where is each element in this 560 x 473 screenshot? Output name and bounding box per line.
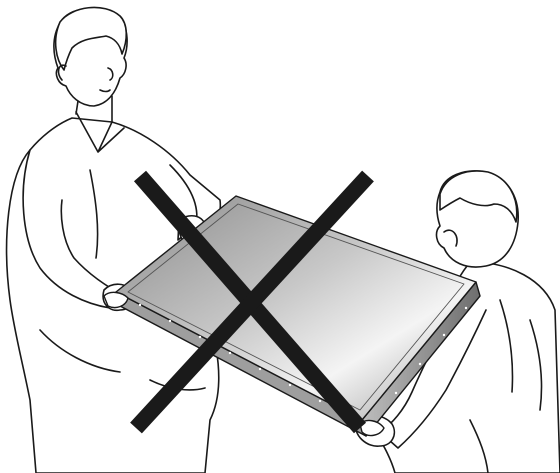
carrying-illustration <box>0 0 560 473</box>
illustration-canvas <box>0 0 560 473</box>
